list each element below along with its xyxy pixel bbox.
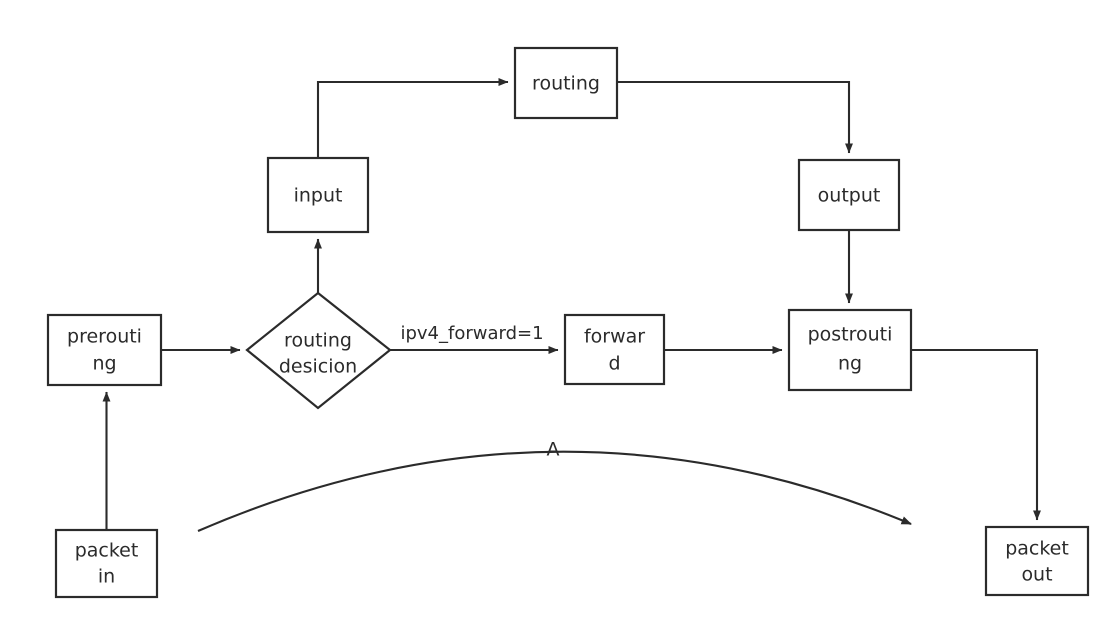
edge-postrouting-to-packet-out: [911, 348, 1041, 521]
node-output[interactable]: output: [797, 158, 901, 232]
node-forward-label-line2: d: [608, 353, 620, 375]
node-output-label: output: [818, 185, 881, 207]
edge-curve-a: [197, 450, 912, 532]
node-input-label: input: [294, 185, 343, 207]
edge-label-ipv4-forward: ipv4_forward=1: [400, 323, 543, 344]
node-postrouting[interactable]: postrouti ng: [787, 308, 913, 392]
edge-input-to-routing: [316, 78, 509, 158]
node-routing-decision-label-line2: desicion: [279, 356, 357, 378]
node-packet-in-label-line1: packet: [75, 540, 139, 562]
edge-label-curve-a: A: [547, 439, 560, 461]
node-prerouting-label-line1: prerouti: [67, 326, 142, 348]
node-routing-label: routing: [532, 73, 600, 95]
node-packet-out-label-line1: packet: [1005, 538, 1069, 560]
node-forward-label-line1: forwar: [584, 326, 645, 348]
node-input[interactable]: input: [266, 156, 370, 234]
node-postrouting-label-line1: postrouti: [808, 324, 893, 346]
node-packet-out-label-line2: out: [1021, 564, 1052, 586]
node-forward[interactable]: forwar d: [563, 313, 666, 386]
node-packet-in[interactable]: packet in: [54, 528, 159, 599]
node-routing[interactable]: routing: [513, 46, 619, 120]
node-routing-decision-label-line1: routing: [284, 330, 352, 352]
node-packet-in-label-line2: in: [98, 566, 115, 588]
node-prerouting[interactable]: prerouti ng: [46, 313, 163, 387]
node-packet-out[interactable]: packet out: [984, 525, 1090, 597]
node-prerouting-label-line2: ng: [92, 353, 116, 375]
node-routing-decision[interactable]: routing desicion: [245, 291, 392, 410]
edge-routing-to-output: [617, 80, 853, 154]
node-postrouting-label-line2: ng: [838, 353, 862, 375]
